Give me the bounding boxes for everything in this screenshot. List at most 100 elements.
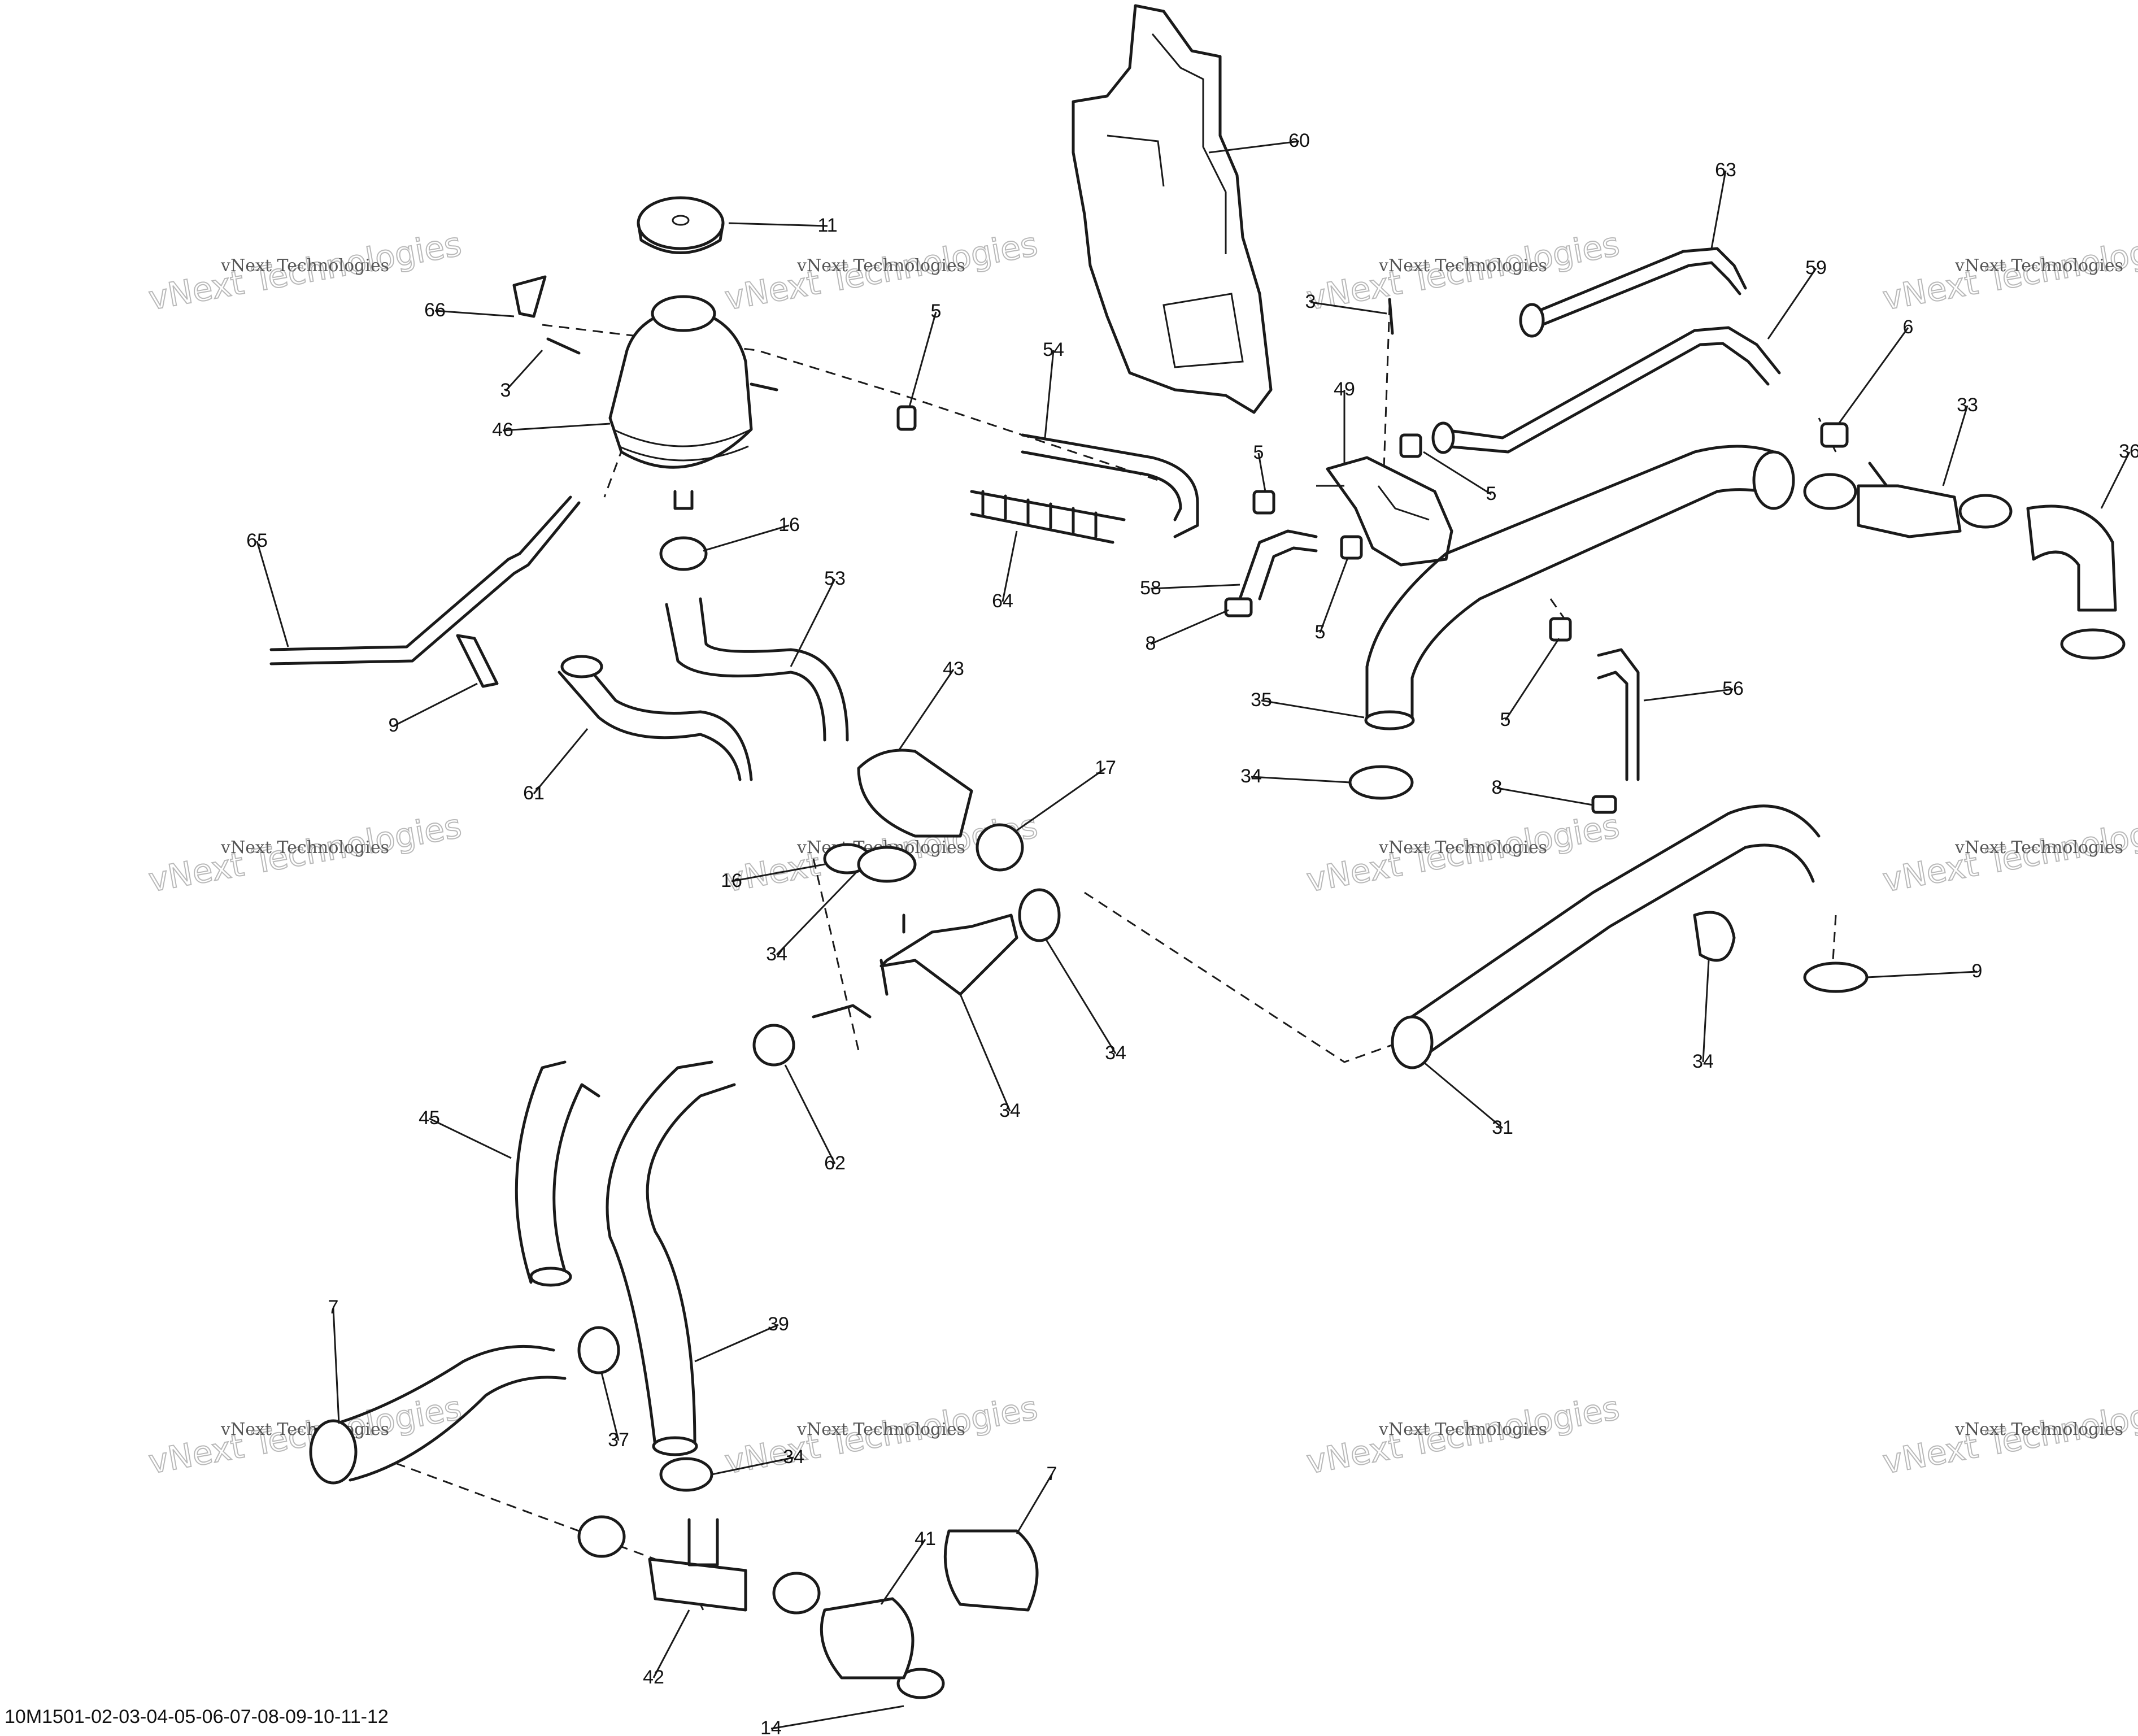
parts bbox=[269, 4, 2126, 1699]
hose-part-62 bbox=[515, 1060, 600, 1284]
clamp-part-34-f bbox=[1018, 888, 1061, 942]
leader-line bbox=[1261, 699, 1365, 719]
callout-label: 66 bbox=[424, 299, 446, 321]
thermostat-housing-part-31 bbox=[879, 913, 1018, 996]
leader-line bbox=[429, 1117, 512, 1159]
hose-part-63 bbox=[1523, 247, 1747, 327]
clamp-part-34-b bbox=[1958, 494, 2013, 529]
spring-guard-part-64 bbox=[970, 490, 1126, 544]
clip-part-8-a bbox=[1224, 597, 1253, 617]
leader-line bbox=[332, 1307, 340, 1424]
hose-part-37 bbox=[606, 1060, 736, 1448]
clamp-part-5-e bbox=[1549, 617, 1572, 642]
tube-part-65 bbox=[269, 495, 581, 665]
callout-label: 60 bbox=[1288, 130, 1310, 151]
leader-line bbox=[652, 1609, 690, 1678]
callout-label: 34 bbox=[999, 1100, 1021, 1121]
leader-line bbox=[1044, 350, 1055, 438]
clamp-part-34-h bbox=[577, 1326, 620, 1374]
clamp-part-16-a bbox=[659, 536, 708, 571]
clamp-part-7-b bbox=[659, 1457, 713, 1492]
callout-label: 7 bbox=[1047, 1463, 1057, 1485]
watermark-small-text: vNext Technologies bbox=[1378, 256, 1547, 276]
leader-line bbox=[393, 682, 478, 727]
leader-line bbox=[1150, 609, 1229, 645]
hose-part-41 bbox=[943, 1529, 1039, 1612]
callout-label: 53 bbox=[824, 568, 846, 589]
clamp-part-34-d bbox=[1348, 765, 1414, 800]
watermark-small-text: vNext Technologies bbox=[1378, 1420, 1547, 1439]
leader-line bbox=[1251, 776, 1351, 784]
callout-label: 5 bbox=[931, 301, 942, 322]
callout-label: 34 bbox=[766, 943, 787, 965]
callout-label: 3 bbox=[1305, 291, 1316, 312]
callout-label: 31 bbox=[1492, 1117, 1513, 1138]
leader-line bbox=[959, 994, 1011, 1112]
callout-label: 42 bbox=[643, 1667, 664, 1688]
leader-line bbox=[504, 349, 543, 392]
leader-line bbox=[1942, 405, 1969, 486]
leader-line bbox=[1016, 1474, 1053, 1534]
leader-line bbox=[728, 222, 828, 227]
callout-label: 54 bbox=[1043, 339, 1064, 360]
callout-label: 5 bbox=[1315, 621, 1326, 643]
leader-line bbox=[1837, 327, 1909, 424]
clamp-part-34-i bbox=[577, 1515, 626, 1558]
leader-line bbox=[1496, 787, 1593, 806]
hose-part-59 bbox=[1439, 326, 1781, 454]
callout-label: 41 bbox=[915, 1528, 936, 1550]
watermark-small-text: vNext Technologies bbox=[796, 256, 965, 276]
leader-line bbox=[790, 578, 836, 667]
leader-line bbox=[1423, 451, 1492, 495]
clamp-part-34-g bbox=[1803, 961, 1869, 993]
callout-label: 46 bbox=[492, 419, 513, 441]
callout-label: 63 bbox=[1715, 159, 1736, 181]
watermark-small-text: vNext Technologies bbox=[796, 1420, 965, 1439]
leader-line bbox=[770, 1705, 904, 1730]
bolt-part-3-b bbox=[1388, 298, 1394, 335]
watermark-small-text: vNext Technologies bbox=[220, 1420, 389, 1439]
leader-line bbox=[703, 524, 790, 552]
radiator-hose-part-35 bbox=[1365, 445, 1787, 719]
leader-line bbox=[711, 1456, 794, 1476]
leader-line bbox=[502, 423, 611, 432]
callout-label: 39 bbox=[768, 1313, 789, 1335]
clip-part-8-b bbox=[1591, 795, 1617, 814]
callout-label: 35 bbox=[1251, 689, 1272, 711]
callout-label: 56 bbox=[1722, 678, 1744, 699]
clamp-part-5-a bbox=[896, 405, 917, 431]
leader-line bbox=[880, 1539, 926, 1605]
document-id: 10M1501-02-03-04-05-06-07-08-09-10-11-12 bbox=[5, 1706, 389, 1728]
callout-label: 16 bbox=[721, 870, 742, 891]
clamp-part-17-b bbox=[772, 1572, 821, 1615]
leader-line bbox=[1150, 584, 1240, 590]
radiator-cap-part-11 bbox=[637, 196, 725, 250]
callout-label: 64 bbox=[992, 590, 1013, 612]
callout-label: 5 bbox=[1253, 442, 1264, 463]
clamp-part-34-a bbox=[1803, 473, 1857, 510]
clamp-part-34-e bbox=[857, 846, 917, 883]
leader-line bbox=[776, 869, 860, 956]
callout-label: 6 bbox=[1903, 316, 1914, 338]
callout-label: 36 bbox=[2119, 441, 2138, 462]
fitting-part-33 bbox=[1857, 484, 1962, 538]
hose-part-61 bbox=[558, 665, 753, 781]
watermark-small-text: vNext Technologies bbox=[1378, 838, 1547, 858]
leader-line bbox=[1319, 559, 1348, 633]
leader-line bbox=[533, 728, 589, 794]
clamp-part-17-a bbox=[976, 823, 1024, 872]
clamp-part-17-c bbox=[896, 1668, 945, 1699]
callout-label: 34 bbox=[1240, 765, 1262, 787]
